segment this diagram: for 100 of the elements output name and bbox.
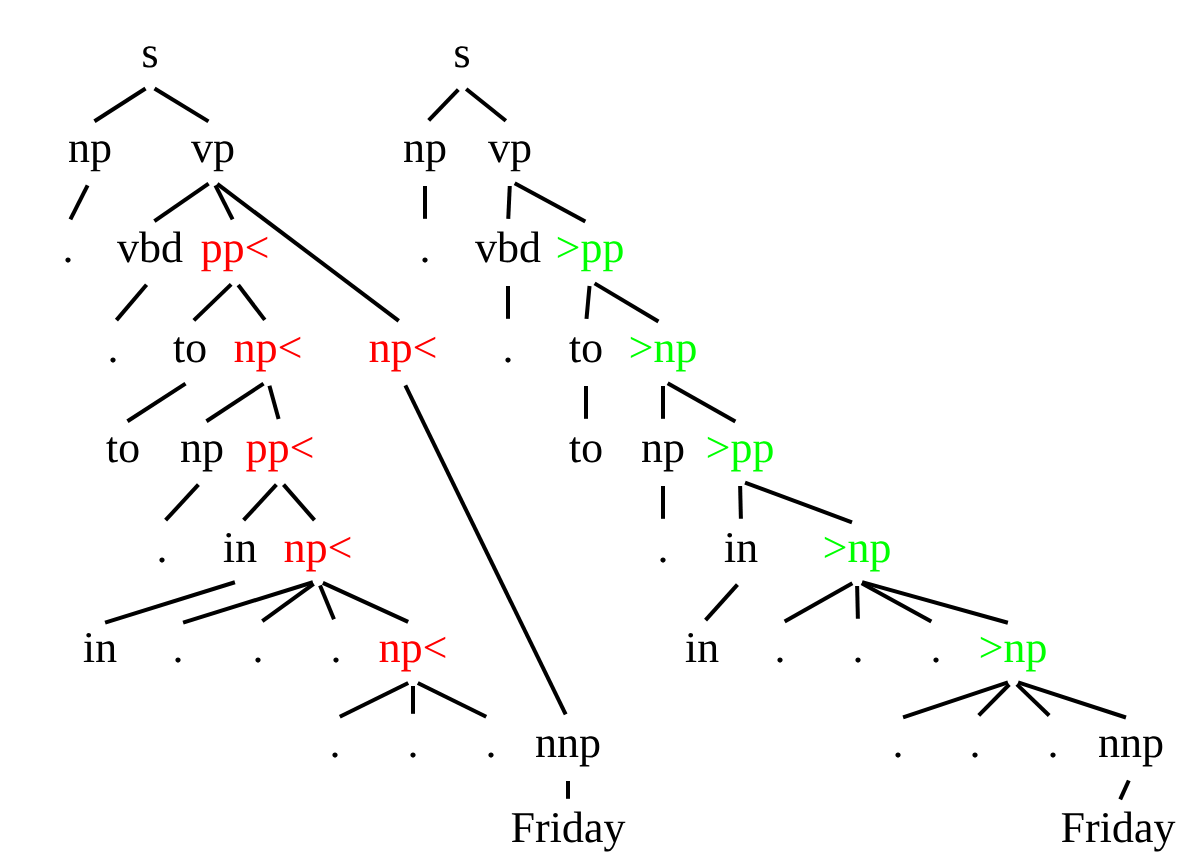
tree-label: in <box>223 532 257 562</box>
tree-branch <box>242 483 278 522</box>
tree-branch <box>902 680 1009 720</box>
tree-branch <box>584 285 592 319</box>
tree-branch <box>236 283 267 322</box>
tree-branch <box>1015 682 1051 717</box>
tree-label: in <box>83 632 117 662</box>
tree-label: . <box>777 657 783 663</box>
tree-branch <box>126 381 187 423</box>
tree-label: np <box>181 441 223 472</box>
tree-branch <box>1118 779 1131 801</box>
tree-label: >pp <box>557 236 623 272</box>
tree-label: np< <box>284 536 351 572</box>
tree-label: . <box>422 257 428 263</box>
tree-label: . <box>65 257 71 263</box>
tree-label: . <box>332 752 338 758</box>
tree-label: nnp <box>536 736 600 767</box>
tree-label: . <box>333 657 339 663</box>
tree-label: to <box>173 337 206 363</box>
tree-branch <box>423 186 427 219</box>
tree-branch <box>506 286 510 319</box>
tree-branch <box>153 182 210 223</box>
tree-label: to <box>569 437 602 463</box>
tree-branch <box>411 686 415 714</box>
tree-branch <box>464 87 508 123</box>
tree-label: . <box>855 657 861 663</box>
tree-branch <box>860 581 933 624</box>
tree-label: pp< <box>246 436 313 472</box>
tree-branch <box>566 781 570 799</box>
tree-branch <box>744 480 853 525</box>
tree-branch <box>114 283 149 322</box>
tree-branch <box>322 581 409 624</box>
tree-branch <box>977 683 1011 717</box>
tree-label: pp< <box>201 236 268 272</box>
tree-label: . <box>933 657 939 663</box>
tree-label: . <box>488 752 494 758</box>
tree-branch <box>216 182 400 323</box>
tree-branch <box>661 486 665 519</box>
tree-branch <box>213 184 235 221</box>
tree-label: Friday <box>1061 811 1176 852</box>
tree-branch <box>506 185 512 219</box>
tree-label: Friday <box>511 811 626 852</box>
tree-label: . <box>110 357 116 363</box>
tree-label: to <box>569 337 602 363</box>
tree-label: np< <box>234 336 301 372</box>
tree-label: np< <box>379 636 446 672</box>
tree-branch <box>861 580 1009 625</box>
tree-label: . <box>175 657 181 663</box>
tree-label: . <box>1050 752 1056 758</box>
tree-branch <box>704 583 739 622</box>
tree-label: . <box>410 752 416 758</box>
tree-branch <box>104 580 236 625</box>
tree-label: . <box>895 752 901 758</box>
tree-label: np <box>404 141 446 172</box>
tree-label: vbd <box>117 231 183 263</box>
tree-branch <box>261 582 315 623</box>
tree-branch <box>318 584 336 620</box>
tree-branch <box>403 384 568 716</box>
tree-branch <box>182 580 314 625</box>
tree-label: >np <box>980 636 1046 672</box>
tree-branch <box>661 386 665 419</box>
tree-label: . <box>159 557 165 563</box>
tree-label: np <box>69 141 111 172</box>
tree-label: nnp <box>1099 736 1163 767</box>
tree-branch <box>513 181 587 224</box>
tree-label: >np <box>824 536 890 572</box>
tree-branch <box>783 581 854 624</box>
tree-label: . <box>255 657 261 663</box>
tree-label: in <box>724 532 758 562</box>
tree-label: s <box>143 46 157 68</box>
tree-branch <box>282 483 316 522</box>
tree-label: in <box>685 632 719 662</box>
tree-branch <box>68 184 90 221</box>
tree-label: >np <box>630 336 696 372</box>
tree-label: vp <box>488 141 531 172</box>
tree-branch <box>738 485 743 519</box>
tree-label: vbd <box>475 231 541 263</box>
tree-label: np< <box>369 336 436 372</box>
tree-branch <box>192 282 233 322</box>
tree-branch <box>338 681 410 719</box>
tree-branch <box>153 86 210 124</box>
tree-label: vp <box>191 141 234 172</box>
tree-branch <box>855 585 860 619</box>
tree-branch <box>666 381 737 424</box>
tree-branch <box>427 88 460 122</box>
tree-label: np <box>642 441 684 472</box>
tree-branch <box>267 385 281 420</box>
tree-branch <box>416 681 488 719</box>
tree-label: . <box>972 752 978 758</box>
tree-label: >pp <box>707 436 773 472</box>
tree-label: s <box>455 46 469 68</box>
tree-branch <box>593 281 660 324</box>
tree-branch <box>164 483 200 522</box>
tree-branch <box>584 386 588 419</box>
tree-label: . <box>505 357 511 363</box>
tree-branch <box>93 86 147 123</box>
tree-label: . <box>660 557 666 563</box>
tree-label: to <box>106 437 139 463</box>
tree-branch <box>1017 680 1127 720</box>
tree-branch <box>205 381 265 423</box>
